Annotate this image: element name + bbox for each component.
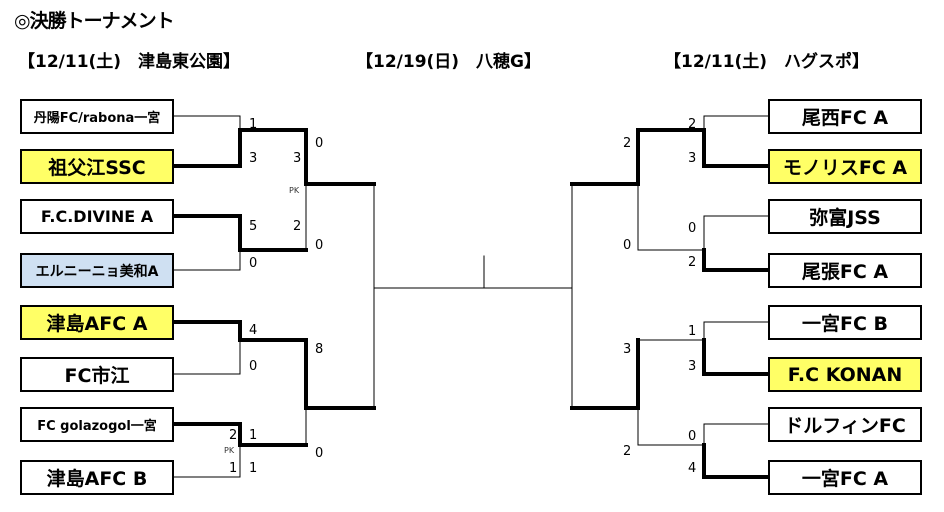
score-l-m2-bottom: 0 <box>249 256 258 271</box>
score-r-m4-bottom: 4 <box>688 461 697 476</box>
score-l-r3-bottom-a: 8 <box>315 342 324 357</box>
team-left-5: 津島AFC A <box>20 305 174 340</box>
score-r-m3-top: 1 <box>688 324 697 339</box>
team-left-2: 祖父江SSC <box>20 149 174 184</box>
venue-center: 【12/19(日) 八穂G】 <box>356 52 542 72</box>
team-left-3: F.C.DIVINE A <box>20 199 174 234</box>
team-left-8: 津島AFC B <box>20 460 174 495</box>
team-right-8: 一宮FC A <box>768 460 922 495</box>
score-r-m2-top: 0 <box>688 221 697 236</box>
team-right-5: 一宮FC B <box>768 305 922 340</box>
score-l-m1-bottom: 3 <box>249 151 258 166</box>
score-r-m3-bottom: 3 <box>688 359 697 374</box>
score-r-r2-top-a: 2 <box>623 136 632 151</box>
score-l-m2-top: 5 <box>249 219 258 234</box>
team-right-3: 弥富JSS <box>768 199 922 234</box>
team-left-1: 丹陽FC/rabona一宮 <box>20 99 174 134</box>
score-l-m1-top: 1 <box>249 117 258 132</box>
team-right-4: 尾張FC A <box>768 253 922 288</box>
pk-label-l-r2: PK <box>289 186 300 195</box>
score-l-r3-top-b: 0 <box>315 238 324 253</box>
team-right-1: 尾西FC A <box>768 99 922 134</box>
score-r-r2-bottom-a: 3 <box>623 342 632 357</box>
team-left-6: FC市江 <box>20 357 174 392</box>
team-left-4: エルニーニョ美和A <box>20 253 174 288</box>
score-r-r2-bottom-b: 2 <box>623 444 632 459</box>
score-l-m4-top: 1 <box>249 428 258 443</box>
score-l-r2-m1-bottom: 2 <box>293 219 302 234</box>
score-l-m4-pk-top: 2 <box>229 428 238 443</box>
score-l-m4-pk-bottom: 1 <box>229 461 238 476</box>
score-l-m3-top: 4 <box>249 323 258 338</box>
score-r-m1-top: 2 <box>688 117 697 132</box>
score-r-m4-top: 0 <box>688 429 697 444</box>
page-title: ◎決勝トーナメント <box>14 10 175 32</box>
team-left-7: FC golazogol一宮 <box>20 407 174 442</box>
team-right-2: モノリスFC A <box>768 149 922 184</box>
venue-left: 【12/11(土) 津島東公園】 <box>18 52 241 72</box>
score-l-m4-bottom: 1 <box>249 461 258 476</box>
team-right-6: F.C KONAN <box>768 357 922 392</box>
score-l-r3-top-a: 0 <box>315 136 324 151</box>
score-l-r3-bottom-b: 0 <box>315 446 324 461</box>
score-r-m2-bottom: 2 <box>688 255 697 270</box>
score-l-r2-m1-top: 3 <box>293 151 302 166</box>
pk-label-l-m4: PK <box>224 446 235 455</box>
team-right-7: ドルフィンFC <box>768 407 922 442</box>
score-r-r2-top-b: 0 <box>623 238 632 253</box>
score-l-m3-bottom: 0 <box>249 359 258 374</box>
venue-right: 【12/11(土) ハグスポ】 <box>664 52 870 72</box>
score-r-m1-bottom: 3 <box>688 151 697 166</box>
